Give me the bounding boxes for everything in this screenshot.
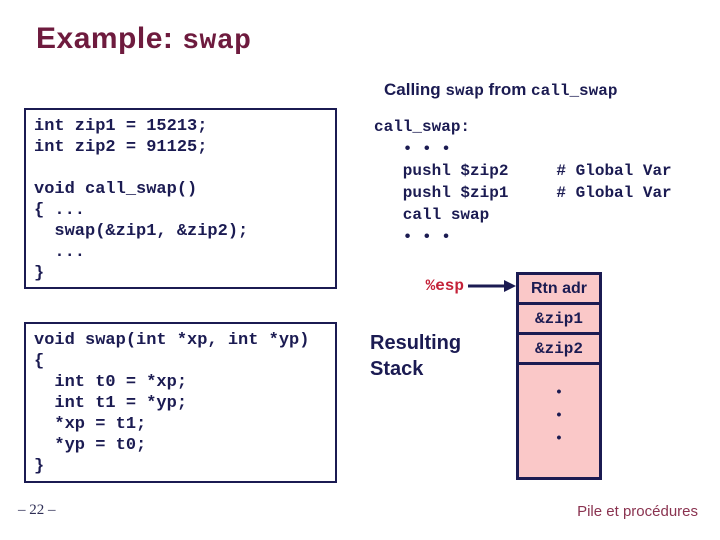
- page-title-text: Example:: [36, 22, 183, 55]
- stack-cell-zip2: &zip2: [519, 335, 599, 365]
- c-code-swap-box: void swap(int *xp, int *yp) { int t0 = *…: [24, 322, 337, 483]
- stack-ellipsis-dots: • • •: [556, 382, 562, 445]
- page-title: Example: swap: [36, 22, 251, 57]
- esp-register-label: %esp: [425, 277, 464, 295]
- esp-arrow-icon: [468, 280, 516, 292]
- stack-diagram: Rtn adr &zip1 &zip2 • • •: [516, 272, 602, 480]
- heading-text-2: from: [483, 80, 532, 99]
- footer-course-title: Pile et procédures: [577, 503, 698, 520]
- stack-cell-rtn-adr: Rtn adr: [519, 275, 599, 305]
- heading-text-1: Calling: [384, 80, 446, 99]
- resulting-stack-caption: Resulting Stack: [370, 332, 462, 380]
- stack-cell-zip1: &zip1: [519, 305, 599, 335]
- page-title-code: swap: [182, 26, 252, 57]
- asm-listing: call_swap: • • • pushl $zip2 # Global Va…: [374, 118, 672, 246]
- heading-code-2: call_swap: [531, 82, 618, 100]
- c-code-call-swap-box: int zip1 = 15213; int zip2 = 91125; void…: [24, 108, 337, 289]
- heading-code-1: swap: [445, 82, 484, 100]
- page-number: – 22 –: [18, 502, 56, 518]
- calling-heading: Calling swap from call_swap: [384, 80, 617, 100]
